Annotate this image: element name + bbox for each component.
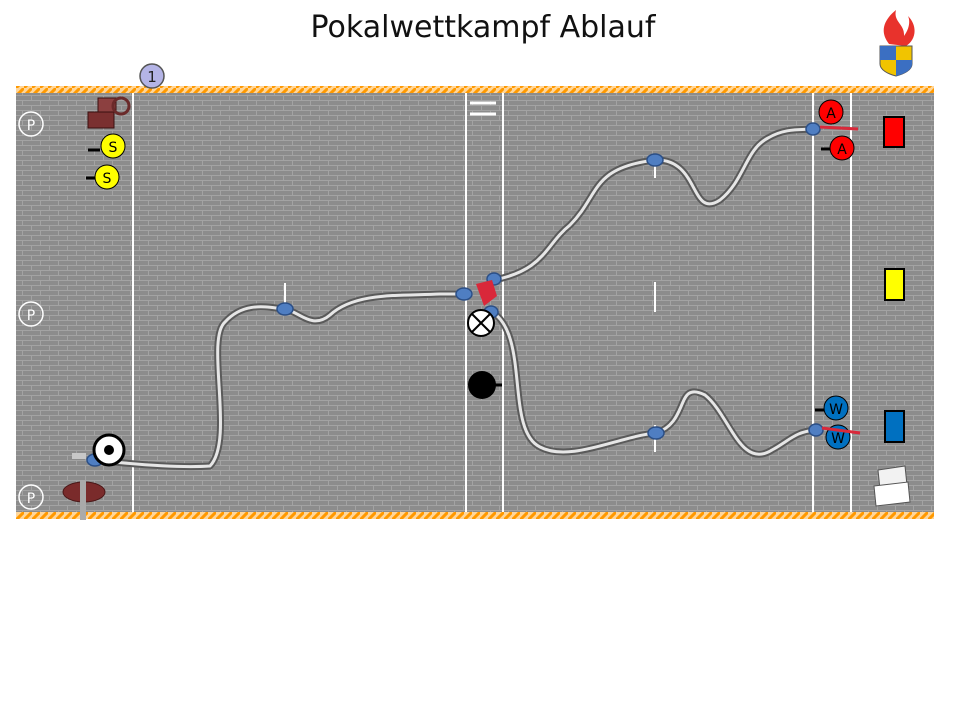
crew-s-1: S [88,133,126,159]
cross-circle-icon [467,309,495,337]
monitor-icon [873,465,911,507]
target-panel-yellow [884,268,905,301]
crew-a-1-label: A [826,106,836,122]
suction-hose-stack-icon [87,96,131,129]
field-surface [16,90,934,514]
crew-w-1: W [815,395,849,421]
crew-s-2-label: S [103,171,112,187]
crew-w-1-label: W [829,402,843,418]
crew-a-2: A [821,135,855,161]
position-marker-bottom: P [18,484,44,510]
crew-w-2-label: W [831,431,845,447]
position-marker-middle: P [18,301,44,327]
target-panel-red [883,116,905,148]
position-marker-top-label: P [27,118,35,134]
step-badge: 1 [139,63,165,89]
lane-lines [132,93,852,512]
hose-lines [91,125,819,471]
position-marker-top: P [18,111,44,137]
crew-s-1-label: S [109,140,118,156]
black-marker-icon [468,371,502,399]
hydrant-icon [62,453,106,520]
page-title: Pokalwettkampf Ablauf [310,10,656,45]
position-marker-middle-label: P [27,308,35,324]
top-barrier [16,86,934,93]
target-panel-blue [884,410,905,443]
fire-brigade-emblem-icon [879,10,915,77]
crew-a-1: A [818,99,844,125]
crew-s-2: S [86,164,120,190]
bottom-barrier [16,512,934,519]
distributor-icon [476,280,497,306]
pump-icon [92,433,126,467]
jet-pipe-icon [819,125,861,435]
step-badge-label: 1 [147,68,157,86]
crew-a-2-label: A [837,142,847,158]
position-marker-bottom-label: P [27,491,35,507]
